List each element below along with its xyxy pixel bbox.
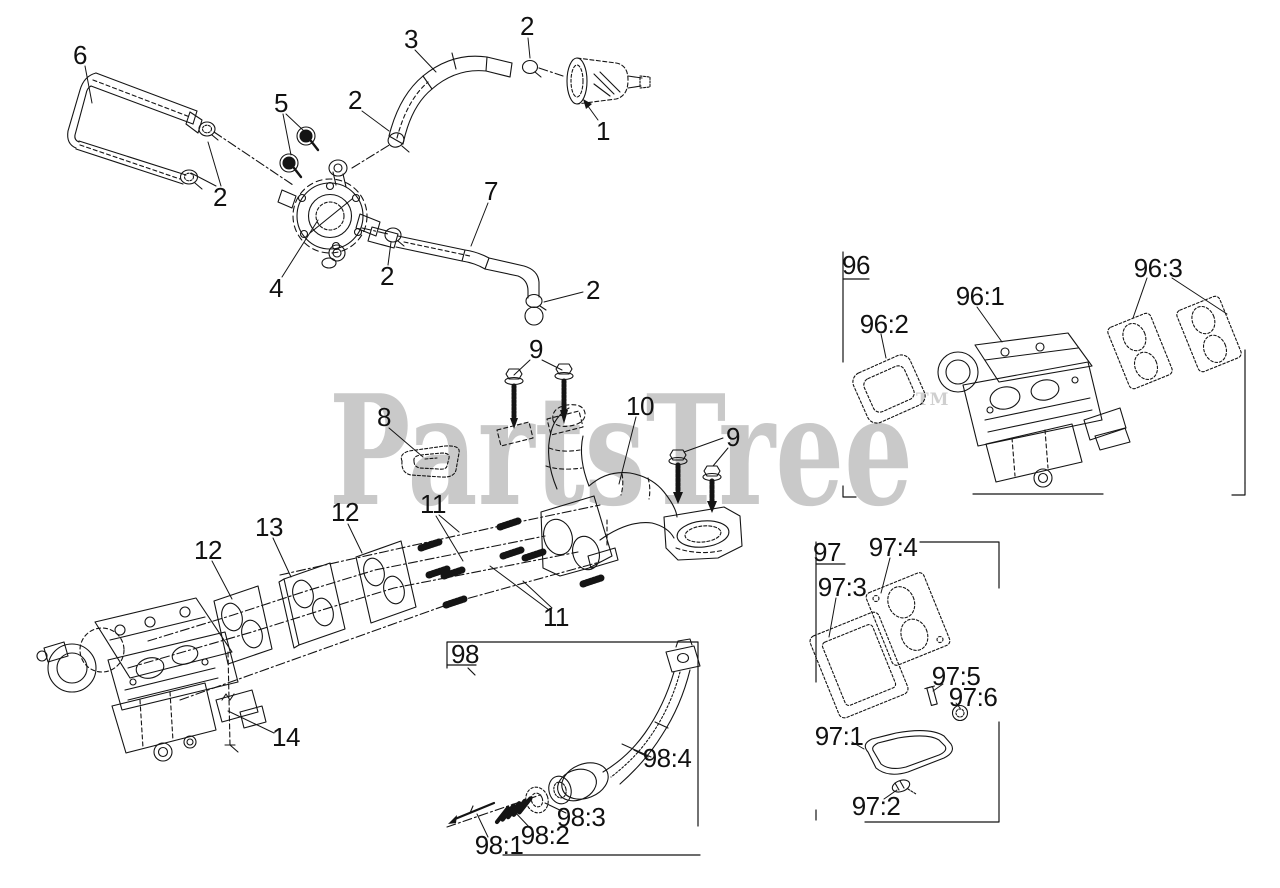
part-96-2-gasket <box>852 354 926 424</box>
part-96-3-gaskets <box>1107 295 1242 390</box>
part-97-3-gasket <box>809 611 909 719</box>
part-14-carburetor <box>36 597 267 762</box>
part-2-clamp-hose6-lower <box>179 169 203 190</box>
part-2-clamp-hose3-upper <box>521 59 542 78</box>
leader-lines <box>84 37 1228 838</box>
part-97-2-screw <box>891 779 917 795</box>
part-7-fuel-hose <box>367 226 540 299</box>
part-12-gasket-left <box>213 585 273 665</box>
part-2-clamp-pump-outlet <box>384 227 405 247</box>
part-97-6-nut <box>951 704 969 722</box>
part-98-1-pin <box>448 801 496 824</box>
part-98-2-spring <box>494 796 533 825</box>
watermark: PartsTree TM <box>329 361 949 540</box>
part-9-bolts-right <box>668 449 722 513</box>
part-12-gasket-right <box>355 540 417 624</box>
part-2-clamp-hose6-upper <box>198 121 219 141</box>
part-10-intake-manifold <box>540 404 743 577</box>
part-11-studs <box>417 517 605 609</box>
group-96-box <box>842 251 1246 498</box>
part-8-gasket <box>400 445 460 478</box>
part-5-screws <box>279 126 320 179</box>
part-1-fuel-filter <box>566 57 651 105</box>
part-2-clamp-hose3-lower <box>387 132 410 153</box>
part-13-spacer <box>278 562 346 649</box>
part-97-4-gasket <box>865 572 951 666</box>
group-98-box <box>446 641 701 856</box>
part-96-1-carburetor <box>937 332 1131 488</box>
part-97-1-bowl-gasket <box>864 730 953 775</box>
part-2-clamp-hose7-end <box>524 293 547 326</box>
part-6-fuel-hose <box>67 72 203 185</box>
watermark-text: PartsTree <box>329 361 913 540</box>
part-3-fuel-hose <box>388 52 513 145</box>
part-97-5-pin <box>924 685 938 707</box>
part-98-4-tube <box>548 638 701 805</box>
watermark-tm: TM <box>916 390 949 410</box>
part-4-fuel-pump <box>277 159 381 269</box>
group-97-box <box>815 541 1000 823</box>
